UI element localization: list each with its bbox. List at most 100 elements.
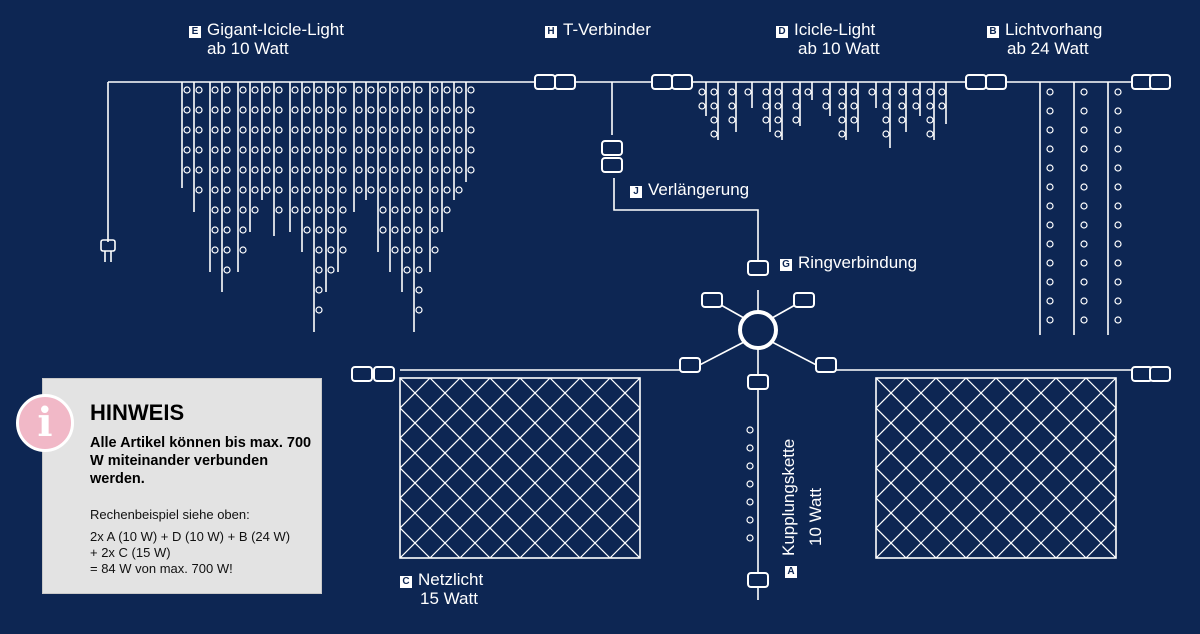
bulb [822, 102, 830, 110]
net-diag [579, 497, 640, 558]
bulb [403, 86, 411, 94]
bulb [367, 86, 375, 94]
label-e-title: Gigant-Icicle-Light [207, 20, 345, 39]
bulb [1114, 126, 1122, 134]
bulb [327, 126, 335, 134]
bulb [1046, 240, 1054, 248]
bulb [1046, 145, 1054, 153]
bulb [239, 246, 247, 254]
bulb [355, 146, 363, 154]
bulb [838, 102, 846, 110]
connector-plug [1149, 366, 1171, 382]
bulb [746, 534, 754, 542]
bulb [223, 246, 231, 254]
label-h-title: T-Verbinder [563, 20, 651, 39]
bulb [1046, 278, 1054, 286]
connector-plug [747, 260, 769, 276]
bulb [455, 186, 463, 194]
label-kupplungskette-watt: 10 Watt [806, 488, 825, 546]
bulb [263, 146, 271, 154]
bulb [710, 130, 718, 138]
bulb [431, 186, 439, 194]
plug-icon [100, 239, 116, 252]
connector-plug [351, 366, 373, 382]
bulb [379, 166, 387, 174]
bulb [455, 166, 463, 174]
bulb [868, 88, 876, 96]
bulb [303, 86, 311, 94]
net-mesh [876, 378, 1116, 558]
bulb [403, 226, 411, 234]
bulb [762, 88, 770, 96]
bulb [315, 126, 323, 134]
bulb [379, 146, 387, 154]
bulb [898, 88, 906, 96]
badge-c: C [400, 576, 412, 588]
bulb [1114, 145, 1122, 153]
bulb [315, 246, 323, 254]
bulb [379, 106, 387, 114]
bulb [822, 88, 830, 96]
connector-plug [965, 74, 987, 90]
bulb [443, 206, 451, 214]
bulb [263, 186, 271, 194]
bulb [443, 186, 451, 194]
bulb [211, 166, 219, 174]
bulb [926, 116, 934, 124]
note-calc: 2x A (10 W) + D (10 W) + B (24 W) + 2x C… [90, 529, 290, 577]
bulb [315, 106, 323, 114]
bulb [303, 126, 311, 134]
bulb [926, 102, 934, 110]
bulb [938, 102, 946, 110]
wires [104, 81, 1140, 600]
bulb [415, 306, 423, 314]
bulb [379, 86, 387, 94]
bulb [403, 266, 411, 274]
badge-a-box: A [785, 560, 803, 579]
bulb [223, 146, 231, 154]
connector-plug [554, 74, 576, 90]
label-g-title: Ringverbindung [798, 253, 918, 272]
bulb [239, 106, 247, 114]
bulb [431, 166, 439, 174]
bulb [1080, 88, 1088, 96]
note-calc-line: + 2x C (15 W) [90, 545, 171, 560]
label-c-title: Netzlicht [418, 570, 484, 589]
bulb [327, 186, 335, 194]
bulb [391, 106, 399, 114]
connector-plug [1149, 74, 1171, 90]
bulb [762, 116, 770, 124]
connector-plug [747, 572, 769, 588]
bulb [339, 246, 347, 254]
bulb [327, 86, 335, 94]
bulb [774, 116, 782, 124]
badge-b: B [987, 26, 999, 38]
bulb [223, 126, 231, 134]
bulb [275, 106, 283, 114]
bulb [1046, 202, 1054, 210]
bulb [339, 166, 347, 174]
bulb [391, 186, 399, 194]
bulb [443, 146, 451, 154]
bulb [211, 246, 219, 254]
bulb [239, 86, 247, 94]
bulb [467, 126, 475, 134]
bulb [339, 186, 347, 194]
bulb [391, 86, 399, 94]
bulb [211, 86, 219, 94]
bulb [251, 186, 259, 194]
net-diag [1085, 527, 1116, 558]
bulb [327, 226, 335, 234]
bulb [183, 166, 191, 174]
label-e-watt: ab 10 Watt [207, 39, 289, 58]
bulb [195, 166, 203, 174]
bulb [912, 88, 920, 96]
bulb [455, 106, 463, 114]
bulb [239, 206, 247, 214]
label-d-title: Icicle-Light [794, 20, 876, 39]
bulb [195, 146, 203, 154]
